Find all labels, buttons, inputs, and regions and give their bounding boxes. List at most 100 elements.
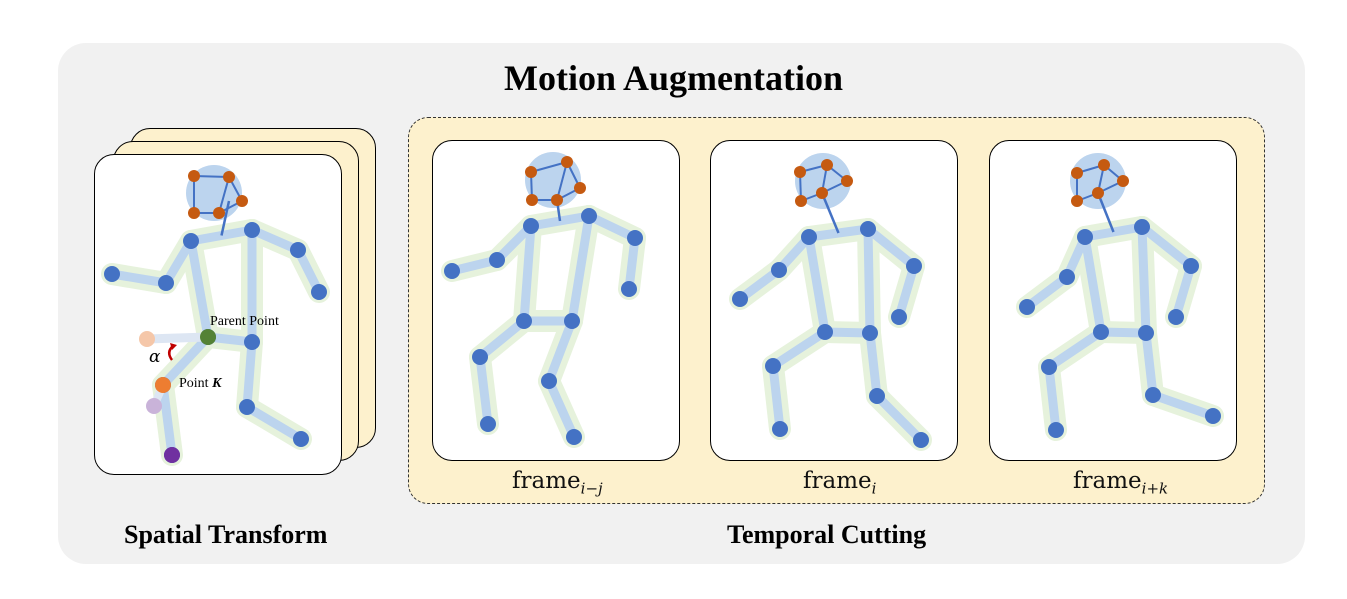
head-joint — [213, 207, 225, 219]
rotation-arrowhead-icon — [170, 343, 177, 350]
joint-rh — [1138, 325, 1154, 341]
joint-rs — [581, 208, 597, 224]
ghost-joint-lower — [146, 398, 162, 414]
joint-lw — [104, 266, 120, 282]
joint-rk — [869, 388, 885, 404]
bone-ls-lh — [186, 236, 213, 342]
bone-lk-la — [1044, 362, 1061, 435]
bone-rs-re — [247, 225, 303, 255]
skeleton-frame-2 — [729, 153, 932, 451]
frame-label-2: framei — [803, 468, 877, 498]
bone-ls-le — [161, 236, 196, 288]
bone-rh-rk — [544, 316, 577, 386]
bone-ls-lh — [1080, 232, 1106, 337]
bone-le-lw — [735, 265, 784, 304]
face-line — [556, 161, 568, 201]
joint-rh — [564, 313, 580, 329]
joint-rk — [1145, 387, 1161, 403]
joint-lh — [817, 324, 833, 340]
bone-rk-ra — [872, 391, 926, 445]
bone-le-lw — [1022, 272, 1072, 312]
face-line — [530, 161, 568, 173]
spatial-transform-label: Spatial Transform — [124, 520, 328, 549]
bone-rs-re — [584, 211, 640, 243]
parent-point — [200, 329, 216, 345]
skeleton-spatial — [101, 165, 330, 466]
head-joint — [561, 156, 573, 168]
temporal-cutting-label: Temporal Cutting — [727, 520, 927, 549]
joint-lk — [472, 349, 488, 365]
head-joint — [1071, 167, 1083, 179]
joint-ls — [1077, 229, 1093, 245]
head-joint — [236, 195, 248, 207]
neck-line — [820, 192, 840, 234]
bone-lk-la — [768, 361, 785, 434]
joint-rk — [541, 373, 557, 389]
joint-la — [480, 416, 496, 432]
joint-ra — [1205, 408, 1221, 424]
joint-ls — [523, 218, 539, 234]
parent-point-label: Parent Point — [210, 314, 279, 329]
ghost-joint-upper — [139, 331, 155, 347]
head-joint — [821, 159, 833, 171]
head-shape — [795, 153, 851, 209]
bone-re-rw — [1171, 261, 1196, 322]
joint-rw — [311, 284, 327, 300]
joint-rs — [1134, 219, 1150, 235]
bone-rs-rh — [1137, 222, 1151, 338]
neck-line — [1096, 192, 1115, 233]
bone-rk-ra — [1148, 390, 1218, 421]
head-shape — [1070, 153, 1126, 209]
frame-label-1: framei−j — [512, 468, 603, 498]
head-joint — [841, 175, 853, 187]
bone-lh-lk — [768, 327, 830, 371]
joint-re — [1183, 258, 1199, 274]
joint-rh — [862, 325, 878, 341]
bone-lk-la — [475, 352, 493, 429]
head-joint — [794, 166, 806, 178]
bone-rs-rh — [567, 211, 594, 326]
joint-lh — [1093, 324, 1109, 340]
bone-le-lw — [107, 269, 171, 288]
joint-le — [1059, 269, 1075, 285]
head-joint — [525, 166, 537, 178]
bone-lk-la — [158, 380, 177, 460]
bone-rs-rh — [863, 224, 875, 338]
joint-ra — [913, 432, 929, 448]
joint-rw — [621, 281, 637, 297]
joint-ls — [183, 233, 199, 249]
bone-rs-re — [1137, 222, 1196, 271]
head-joint — [526, 194, 538, 206]
frame-label-3: framei+k — [1073, 468, 1169, 498]
head-joint — [188, 207, 200, 219]
head-joint — [795, 195, 807, 207]
bone-ls-lh — [519, 221, 536, 326]
joint-ls — [801, 229, 817, 245]
joint-re — [627, 230, 643, 246]
diagram-title: Motion Augmentation — [503, 58, 843, 98]
bone-rh-rk — [242, 337, 257, 412]
head-joint — [816, 187, 828, 199]
skeleton-frame-3 — [1016, 153, 1224, 441]
bone-lh-lk — [158, 332, 213, 390]
bone-rk-ra — [544, 376, 579, 442]
head-joint — [188, 170, 200, 182]
joint-lk — [1041, 359, 1057, 375]
neck-line — [220, 200, 231, 236]
joint-lw — [1019, 299, 1035, 315]
bone-rk-ra — [242, 402, 306, 444]
joint-la — [1048, 422, 1064, 438]
joint-re — [290, 242, 306, 258]
joint-re — [906, 258, 922, 274]
bone-ls-le — [492, 221, 536, 265]
bone-lh-lk — [475, 316, 529, 362]
bone-rs-re — [863, 224, 919, 271]
head-joint — [1071, 195, 1083, 207]
skeleton-frame-1 — [441, 152, 646, 448]
joint-rh — [244, 334, 260, 350]
bone-re-rw — [624, 233, 640, 294]
bone-rh-rk — [865, 328, 882, 401]
bone-ls-lh — [804, 232, 830, 337]
head-joint — [1117, 175, 1129, 187]
